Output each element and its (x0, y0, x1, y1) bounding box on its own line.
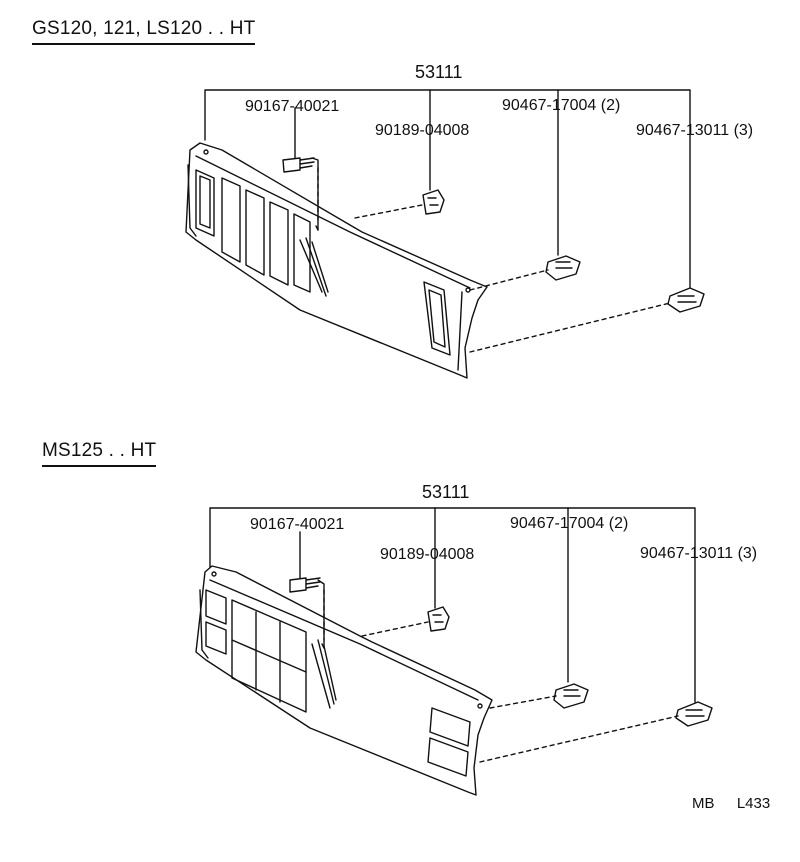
assembly-number-a: 53111 (415, 62, 463, 82)
leader-lines-b (209, 507, 696, 703)
drawing-code: MB L433 (692, 795, 770, 812)
part-label-b-3: 90467-17004 (2) (510, 515, 629, 532)
part-label-a-3: 90467-17004 (2) (502, 97, 621, 114)
clip-90467-13011-b (675, 701, 713, 727)
part-label-a-1: 90167-40021 (245, 98, 340, 115)
part-label-a-2: 90189-04008 (375, 122, 470, 139)
screw-a (282, 157, 319, 231)
clip-90189-b (427, 606, 450, 632)
guide-lines-b (323, 589, 679, 763)
drawing-code-number: L433 (736, 795, 771, 812)
part-label-b-4: 90467-13011 (3) (640, 545, 758, 562)
clip-90189-a (422, 189, 445, 215)
part-label-a-4: 90467-13011 (3) (636, 122, 754, 139)
leader-lines-a (204, 89, 691, 291)
radiator-grille-a (185, 142, 488, 379)
part-label-b-1: 90167-40021 (250, 516, 345, 533)
drawing-code-prefix: MB (692, 795, 715, 812)
section-title-b: MS125 . . HT (42, 440, 157, 467)
part-label-b-2: 90189-04008 (380, 546, 475, 563)
radiator-grille-b (195, 565, 493, 796)
clip-90467-17004-a (545, 255, 581, 281)
section-title-a: GS120, 121, LS120 . . HT (32, 18, 256, 45)
assembly-number-b: 53111 (422, 482, 470, 502)
guide-lines-a (317, 167, 671, 353)
clip-90467-17004-b (553, 683, 589, 709)
clip-90467-13011-a (667, 287, 705, 313)
